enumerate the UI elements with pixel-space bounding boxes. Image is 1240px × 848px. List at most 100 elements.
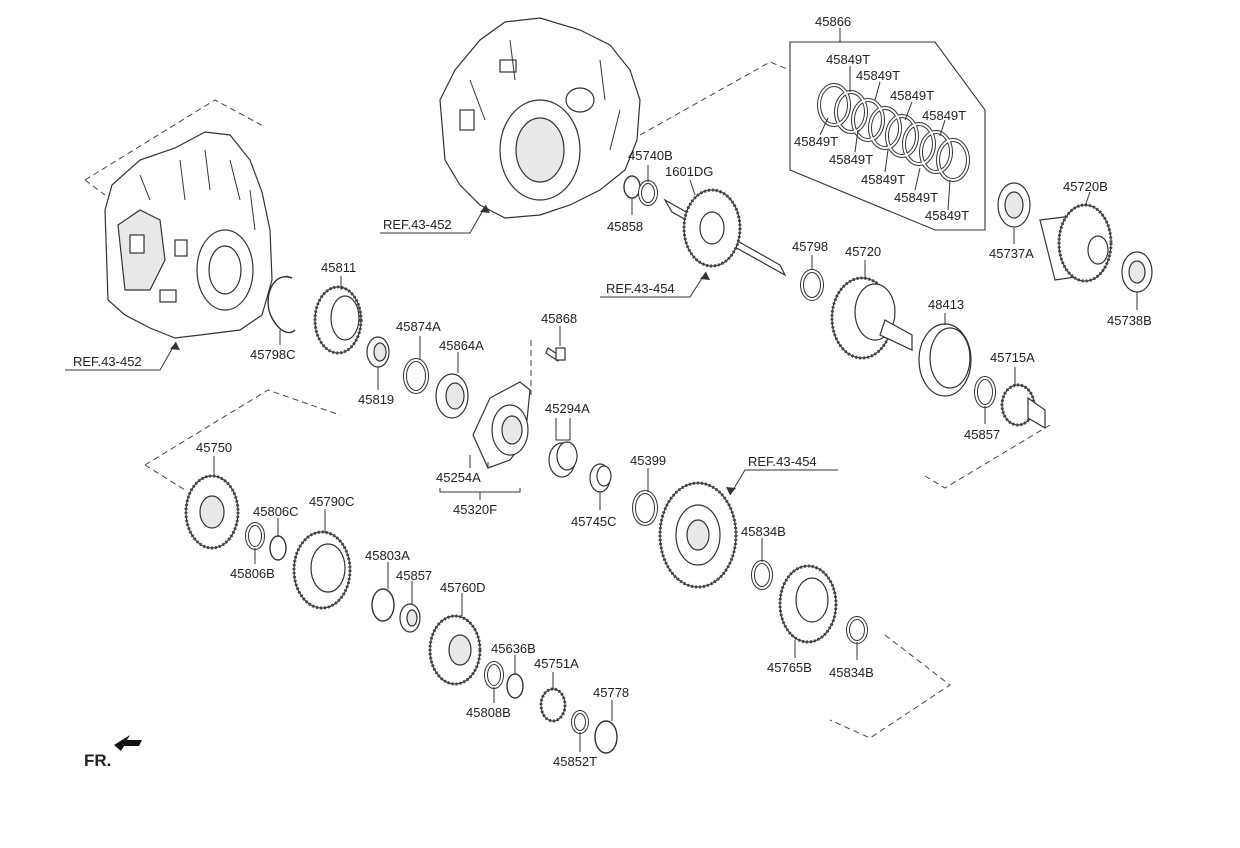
part-label-45778: 45778: [593, 685, 629, 700]
part-label-45849T: 45849T: [861, 172, 905, 187]
bracket-45320F: [439, 488, 521, 500]
ref-label: REF.43-452: [73, 354, 142, 369]
shaft-45715A: [1000, 367, 1046, 430]
gear-45765B: [778, 564, 838, 658]
bearing-45857-left: [399, 581, 421, 633]
part-label-45849T: 45849T: [922, 108, 966, 123]
ring-45857-right: [974, 376, 996, 424]
part-label-45790C: 45790C: [309, 494, 355, 509]
part-label-45866: 45866: [815, 14, 851, 29]
part-label-45857: 45857: [396, 568, 432, 583]
ring-45806B: [245, 522, 265, 564]
ring-gear-48413: [918, 313, 972, 397]
part-label-45740B: 45740B: [628, 148, 673, 163]
part-label-45737A: 45737A: [989, 246, 1034, 261]
gear-45811: [313, 276, 363, 355]
pinion-45751A: [539, 672, 567, 723]
part-label-45745C: 45745C: [571, 514, 617, 529]
gear-45720B: [1039, 191, 1113, 283]
sleeve-45745C: [589, 463, 612, 510]
part-label-45834B: 45834B: [741, 524, 786, 539]
part-label-45874A: 45874A: [396, 319, 441, 334]
part-label-45254A: 45254A: [436, 470, 481, 485]
bearing-45864A: [435, 352, 469, 419]
part-label-45294A: 45294A: [545, 401, 590, 416]
case-left-dash-side: [84, 179, 106, 196]
ring-45399: [632, 468, 658, 526]
differential-case-45750: [184, 456, 240, 550]
part-label-45803A: 45803A: [365, 548, 410, 563]
part-label-45798C: 45798C: [250, 347, 296, 362]
carrier-45720: [830, 260, 913, 360]
part-label-45715A: 45715A: [990, 350, 1035, 365]
snap-ring-set-45866: [789, 28, 986, 231]
front-direction-indicator: FR.: [84, 735, 142, 770]
ref-label: REF.43-454: [748, 454, 817, 469]
ref-label-shaft: REF.43-454: [600, 271, 710, 298]
ring-45834B-top: [751, 538, 773, 590]
differential-dash: [144, 389, 341, 466]
ring-45852T: [571, 710, 589, 752]
part-label-45806C: 45806C: [253, 504, 299, 519]
part-label-45849T: 45849T: [856, 68, 900, 83]
part-label-45798: 45798: [792, 239, 828, 254]
part-label-1601DG: 1601DG: [665, 164, 713, 179]
ring-45806C: [269, 518, 287, 561]
ring-45803A: [371, 562, 395, 622]
ref-label: REF.43-454: [606, 281, 675, 296]
ref-label-case-left: REF.43-452: [65, 341, 180, 371]
part-label-48413: 48413: [928, 297, 964, 312]
part-label-45751A: 45751A: [534, 656, 579, 671]
transaxle-case-top: [439, 17, 641, 219]
final-gear-dash: [829, 634, 951, 739]
part-label-45738B: 45738B: [1107, 313, 1152, 328]
part-label-45849T: 45849T: [826, 52, 870, 67]
part-label-45806B: 45806B: [230, 566, 275, 581]
part-label-45868: 45868: [541, 311, 577, 326]
gear-45760D: [428, 593, 482, 686]
part-label-45849T: 45849T: [925, 208, 969, 223]
plate-45254A: [469, 381, 531, 469]
bolt-45868: [530, 326, 566, 395]
part-label-45858: 45858: [607, 219, 643, 234]
differential-dash-side: [144, 464, 186, 491]
ring-45778: [594, 700, 618, 754]
bearing-45819: [366, 336, 390, 390]
ring-45798: [800, 255, 824, 301]
bearing-45737A: [997, 182, 1031, 244]
ref-label-case-top: REF.43-452: [380, 204, 490, 234]
part-label-45811: 45811: [321, 260, 356, 275]
part-label-45849T: 45849T: [829, 152, 873, 167]
part-label-45720: 45720: [845, 244, 881, 259]
part-label-45636B: 45636B: [491, 641, 536, 656]
part-label-45750: 45750: [196, 440, 232, 455]
shaft-1601DG: [623, 165, 787, 277]
ref-label-final-gear: REF.43-454: [726, 454, 838, 496]
transaxle-case-left: [104, 131, 273, 339]
sleeve-45294A: [548, 418, 578, 478]
part-label-45808B: 45808B: [466, 705, 511, 720]
part-label-45819: 45819: [358, 392, 394, 407]
ring-45874A: [403, 336, 429, 394]
bearing-45738B: [1121, 251, 1153, 310]
ring-45808B: [484, 661, 504, 703]
part-label-45864A: 45864A: [439, 338, 484, 353]
ring-45636B: [506, 655, 524, 699]
part-label-45834B: 45834B: [829, 665, 874, 680]
part-label-45849T: 45849T: [794, 134, 838, 149]
part-label-45399: 45399: [630, 453, 666, 468]
case-top-dash: [639, 61, 791, 136]
part-label-45849T: 45849T: [894, 190, 938, 205]
ring-45834B-bottom: [846, 616, 868, 660]
right-assembly-dash: [924, 424, 1051, 489]
ref-label: REF.43-452: [383, 217, 452, 232]
part-label-45849T: 45849T: [890, 88, 934, 103]
part-label-45765B: 45765B: [767, 660, 812, 675]
part-label-45320F: 45320F: [453, 502, 497, 517]
part-label-45852T: 45852T: [553, 754, 597, 769]
front-arrow-icon: [114, 735, 142, 751]
part-label-45760D: 45760D: [440, 580, 486, 595]
case-left-dash-upper: [84, 99, 266, 181]
front-direction-label: FR.: [84, 751, 111, 770]
